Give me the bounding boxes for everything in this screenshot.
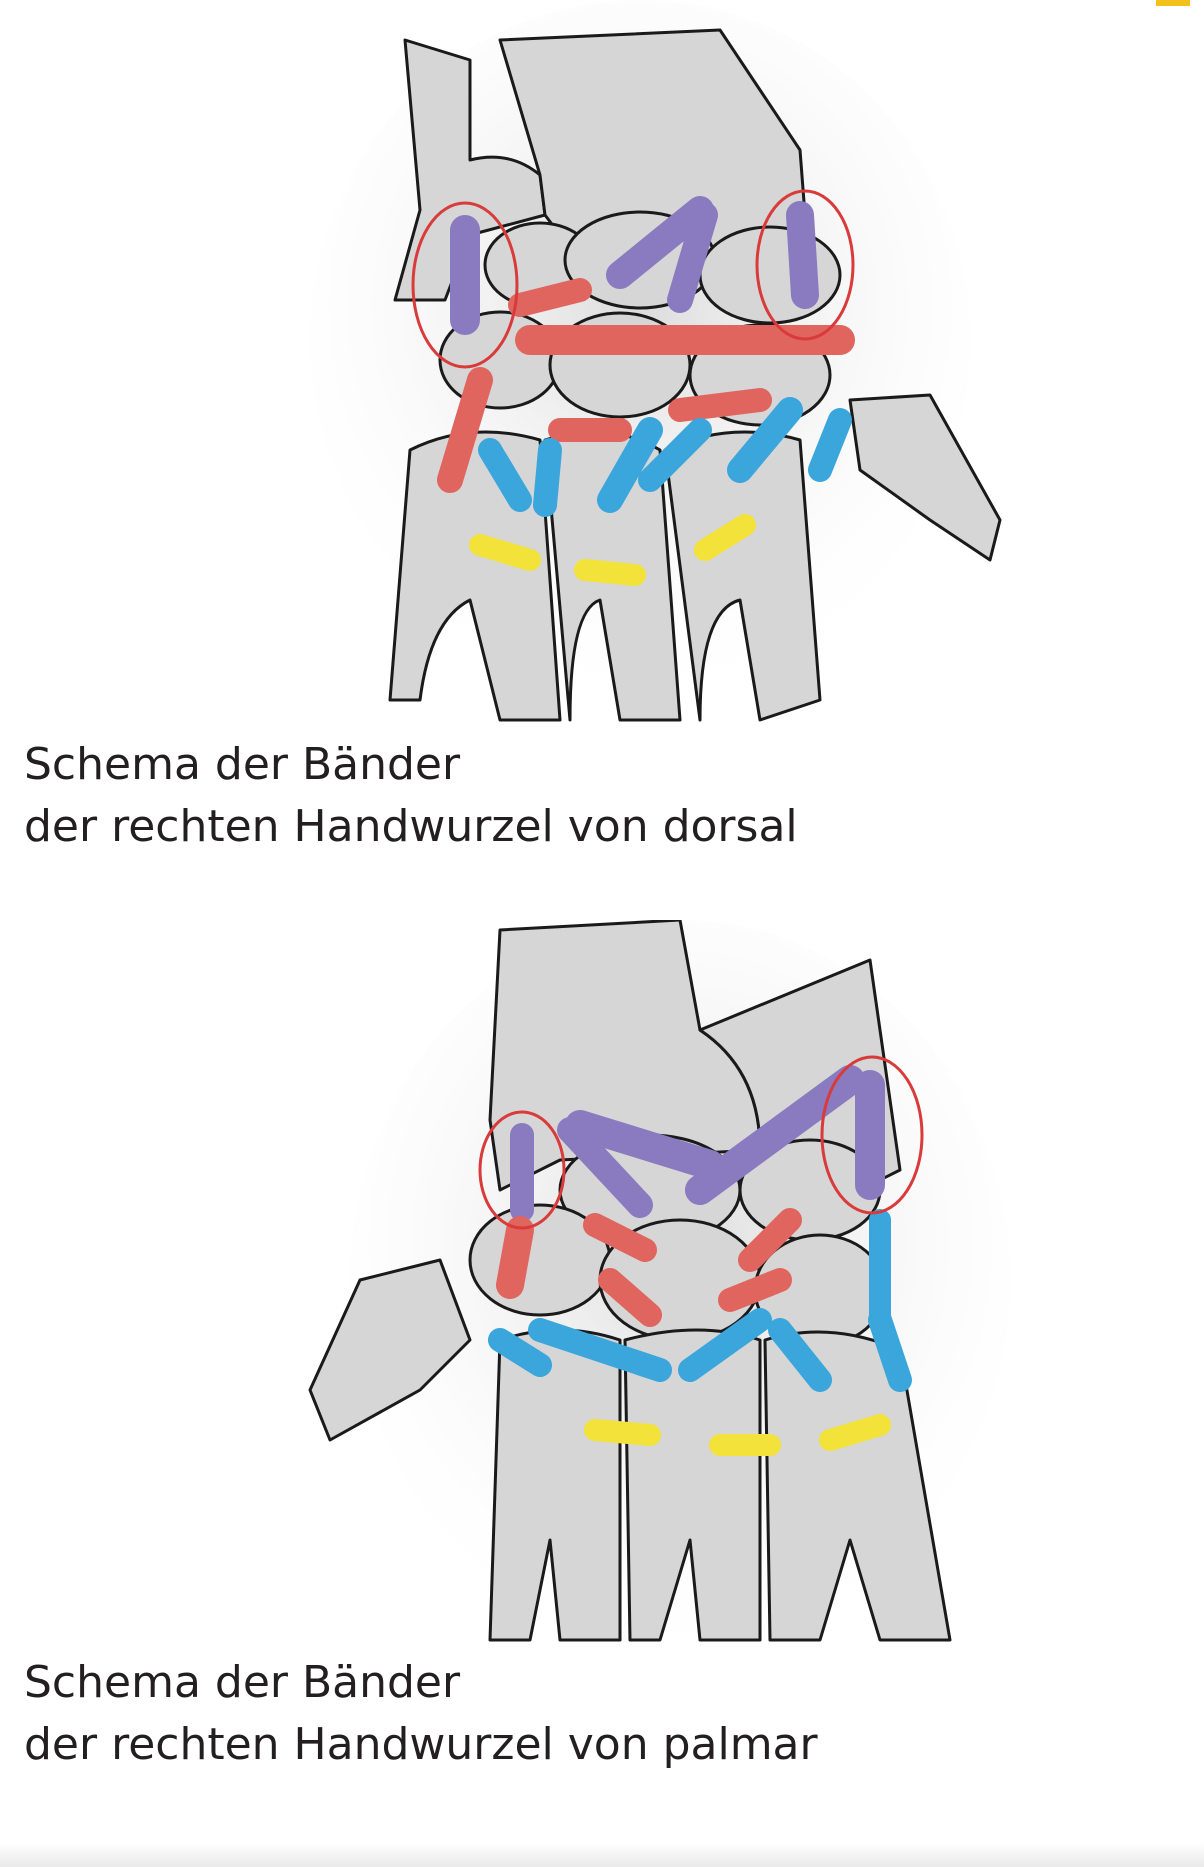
ligament-red	[583, 1213, 657, 1262]
annotation-circle	[411, 201, 519, 369]
ligament-purple	[565, 1110, 725, 1180]
ligament-blue	[488, 1328, 552, 1377]
metacarpal-2	[663, 430, 822, 722]
dorsal-wrist-illustration	[0, 0, 1204, 740]
ulna	[393, 38, 547, 302]
caption-line-1: Schema der Bänder	[24, 1657, 461, 1708]
ligament-blue	[808, 408, 852, 482]
ligament-blue	[868, 1308, 912, 1392]
ligament-yellow	[584, 1419, 661, 1446]
ligament-blue	[478, 438, 532, 512]
ligament-purple	[685, 1065, 865, 1205]
dorsal-wrist-svg	[310, 0, 1002, 722]
ligament-purple	[786, 201, 819, 309]
page-corner-accent	[1156, 0, 1190, 6]
annotation-circle	[820, 1055, 924, 1215]
ligaments	[488, 1065, 912, 1456]
ligament-red	[496, 1216, 534, 1299]
palmar-wrist-illustration	[0, 920, 1204, 1680]
caption-line-2: der rechten Handwurzel von palmar	[24, 1719, 818, 1770]
bones	[308, 920, 952, 1642]
thumb-metacarpal	[848, 393, 1002, 562]
ligament-yellow	[694, 514, 756, 561]
ligament-blue	[768, 1318, 832, 1392]
ligament-blue	[727, 397, 803, 483]
ligament-yellow	[469, 534, 541, 571]
annotation-circle	[755, 189, 855, 341]
caption-line-1: Schema der Bänder	[24, 739, 461, 790]
metacarpal-2	[488, 1328, 622, 1642]
ligament-yellow	[819, 1414, 891, 1451]
annotation-circle	[478, 1110, 566, 1230]
caption-dorsal: Schema der Bänder der rechten Handwurzel…	[24, 734, 798, 858]
thumb-metacarpal	[308, 1258, 472, 1442]
ligament-red	[437, 367, 493, 493]
ligament-red	[668, 388, 772, 422]
ligament-blue	[678, 1308, 772, 1382]
ligament-red	[738, 1208, 802, 1272]
ligaments	[437, 196, 855, 586]
ligament-red	[598, 1268, 662, 1327]
ligament-purple	[557, 1117, 653, 1218]
ligament-red	[718, 1268, 792, 1312]
caption-palmar: Schema der Bänder der rechten Handwurzel…	[24, 1652, 818, 1776]
ligament-purple	[606, 196, 714, 289]
ligament-purple	[667, 202, 718, 313]
page-bottom-shadow	[0, 1843, 1204, 1867]
ligament-blue	[528, 1318, 672, 1382]
ligament-blue	[638, 418, 712, 492]
ligament-blue	[597, 417, 663, 513]
ligament-blue	[533, 438, 562, 517]
ligament-yellow	[574, 559, 646, 586]
caption-line-2: der rechten Handwurzel von dorsal	[24, 801, 798, 852]
metacarpal-5-4	[388, 430, 562, 722]
palmar-wrist-svg	[308, 920, 1010, 1642]
ligament-red	[508, 278, 592, 317]
carpal-scaphoid	[698, 225, 842, 325]
